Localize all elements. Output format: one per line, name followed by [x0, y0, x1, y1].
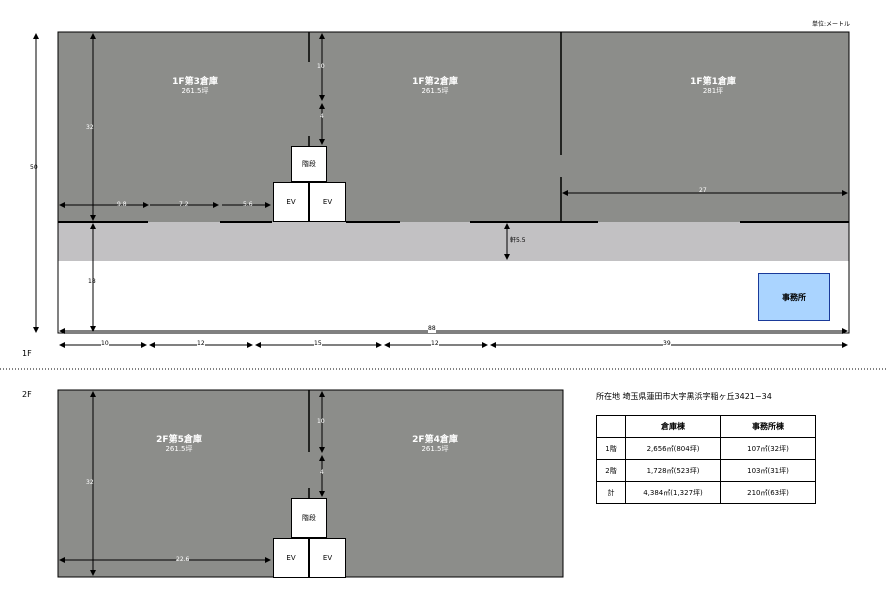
dim-w3-mid: 7.2 — [179, 201, 189, 208]
f1-stairs: 階段 — [291, 146, 327, 182]
header-cell — [596, 415, 626, 438]
f1-eave-strip — [58, 222, 849, 261]
location-text: 所在地 埼玉県蓮田市大字黒浜字稲ヶ丘3421−34 — [596, 392, 772, 401]
office-building: 事務所 — [758, 273, 830, 321]
table-header-row: 倉庫棟 事務所棟 — [596, 415, 816, 438]
f2-w4-area: 261.5坪 — [421, 445, 449, 453]
table-cell: 210㎡(63坪) — [720, 481, 816, 504]
unit-note: 単位:メートル — [812, 21, 851, 28]
table-cell: 1階 — [596, 437, 626, 460]
f2-stairs: 階段 — [291, 498, 327, 538]
f2-w5-area: 261.5坪 — [165, 445, 193, 453]
table-row: 計 4,384㎡(1,327坪) 210㎡(63坪) — [596, 481, 816, 504]
dim-warehouse-depth: 32 — [86, 124, 94, 131]
header-cell: 事務所棟 — [720, 415, 816, 438]
f1-w3-name: 1F第3倉庫 — [172, 77, 218, 87]
dim-ev-gap: 4 — [320, 113, 324, 120]
dim-f2-width: 22.6 — [176, 556, 190, 564]
f2-w5-name: 2F第5倉庫 — [156, 435, 202, 445]
f1-w3-area: 261.5坪 — [181, 87, 209, 95]
dim-to-ev-top: 10 — [317, 63, 325, 70]
table-row: 1階 2,656㎡(804坪) 107㎡(32坪) — [596, 437, 816, 460]
f1-w1-name: 1F第1倉庫 — [690, 77, 736, 87]
table-cell: 2階 — [596, 459, 626, 482]
dim-eave: 軒5.5 — [510, 237, 526, 244]
f2-w4-name: 2F第4倉庫 — [412, 435, 458, 445]
dim-bottom-3: 15 — [314, 340, 322, 348]
f2-ev-right: EV — [309, 538, 346, 578]
table-cell: 4,384㎡(1,327坪) — [625, 481, 721, 504]
f1-w2-name: 1F第2倉庫 — [412, 77, 458, 87]
dim-yard-depth: 18 — [88, 278, 96, 285]
table-cell: 1,728㎡(523坪) — [625, 459, 721, 482]
dim-total-height: 50 — [30, 164, 38, 171]
f2-ev-left: EV — [273, 538, 309, 578]
dim-bottom-1: 10 — [101, 340, 109, 348]
header-cell: 倉庫棟 — [625, 415, 721, 438]
dim-w3-left: 9.8 — [117, 201, 127, 208]
table-cell: 計 — [596, 481, 626, 504]
dim-f2-depth: 32 — [86, 479, 94, 486]
table-cell: 2,656㎡(804坪) — [625, 437, 721, 460]
dim-w3-right: 5.6 — [243, 201, 253, 208]
dim-f2-top: 10 — [317, 418, 325, 425]
dim-w1-width: 27 — [699, 187, 707, 194]
f1-w2-area: 261.5坪 — [421, 87, 449, 95]
dim-total-width: 88 — [428, 325, 436, 333]
f1-yard — [58, 261, 849, 333]
f1-ev-left: EV — [273, 182, 309, 222]
table-row: 2階 1,728㎡(523坪) 103㎡(31坪) — [596, 459, 816, 482]
area-summary-table: 倉庫棟 事務所棟 1階 2,656㎡(804坪) 107㎡(32坪) 2階 1,… — [596, 415, 816, 504]
dim-f2-gap: 4 — [320, 469, 324, 476]
dim-bottom-4: 12 — [431, 340, 439, 348]
floor1-label: 1F — [22, 349, 32, 358]
floor2-label: 2F — [22, 390, 32, 399]
f1-ev-right: EV — [309, 182, 346, 222]
f1-w1-area: 281坪 — [702, 87, 724, 95]
table-cell: 103㎡(31坪) — [720, 459, 816, 482]
dim-bottom-5: 39 — [663, 340, 671, 348]
table-cell: 107㎡(32坪) — [720, 437, 816, 460]
dim-bottom-2: 12 — [197, 340, 205, 348]
